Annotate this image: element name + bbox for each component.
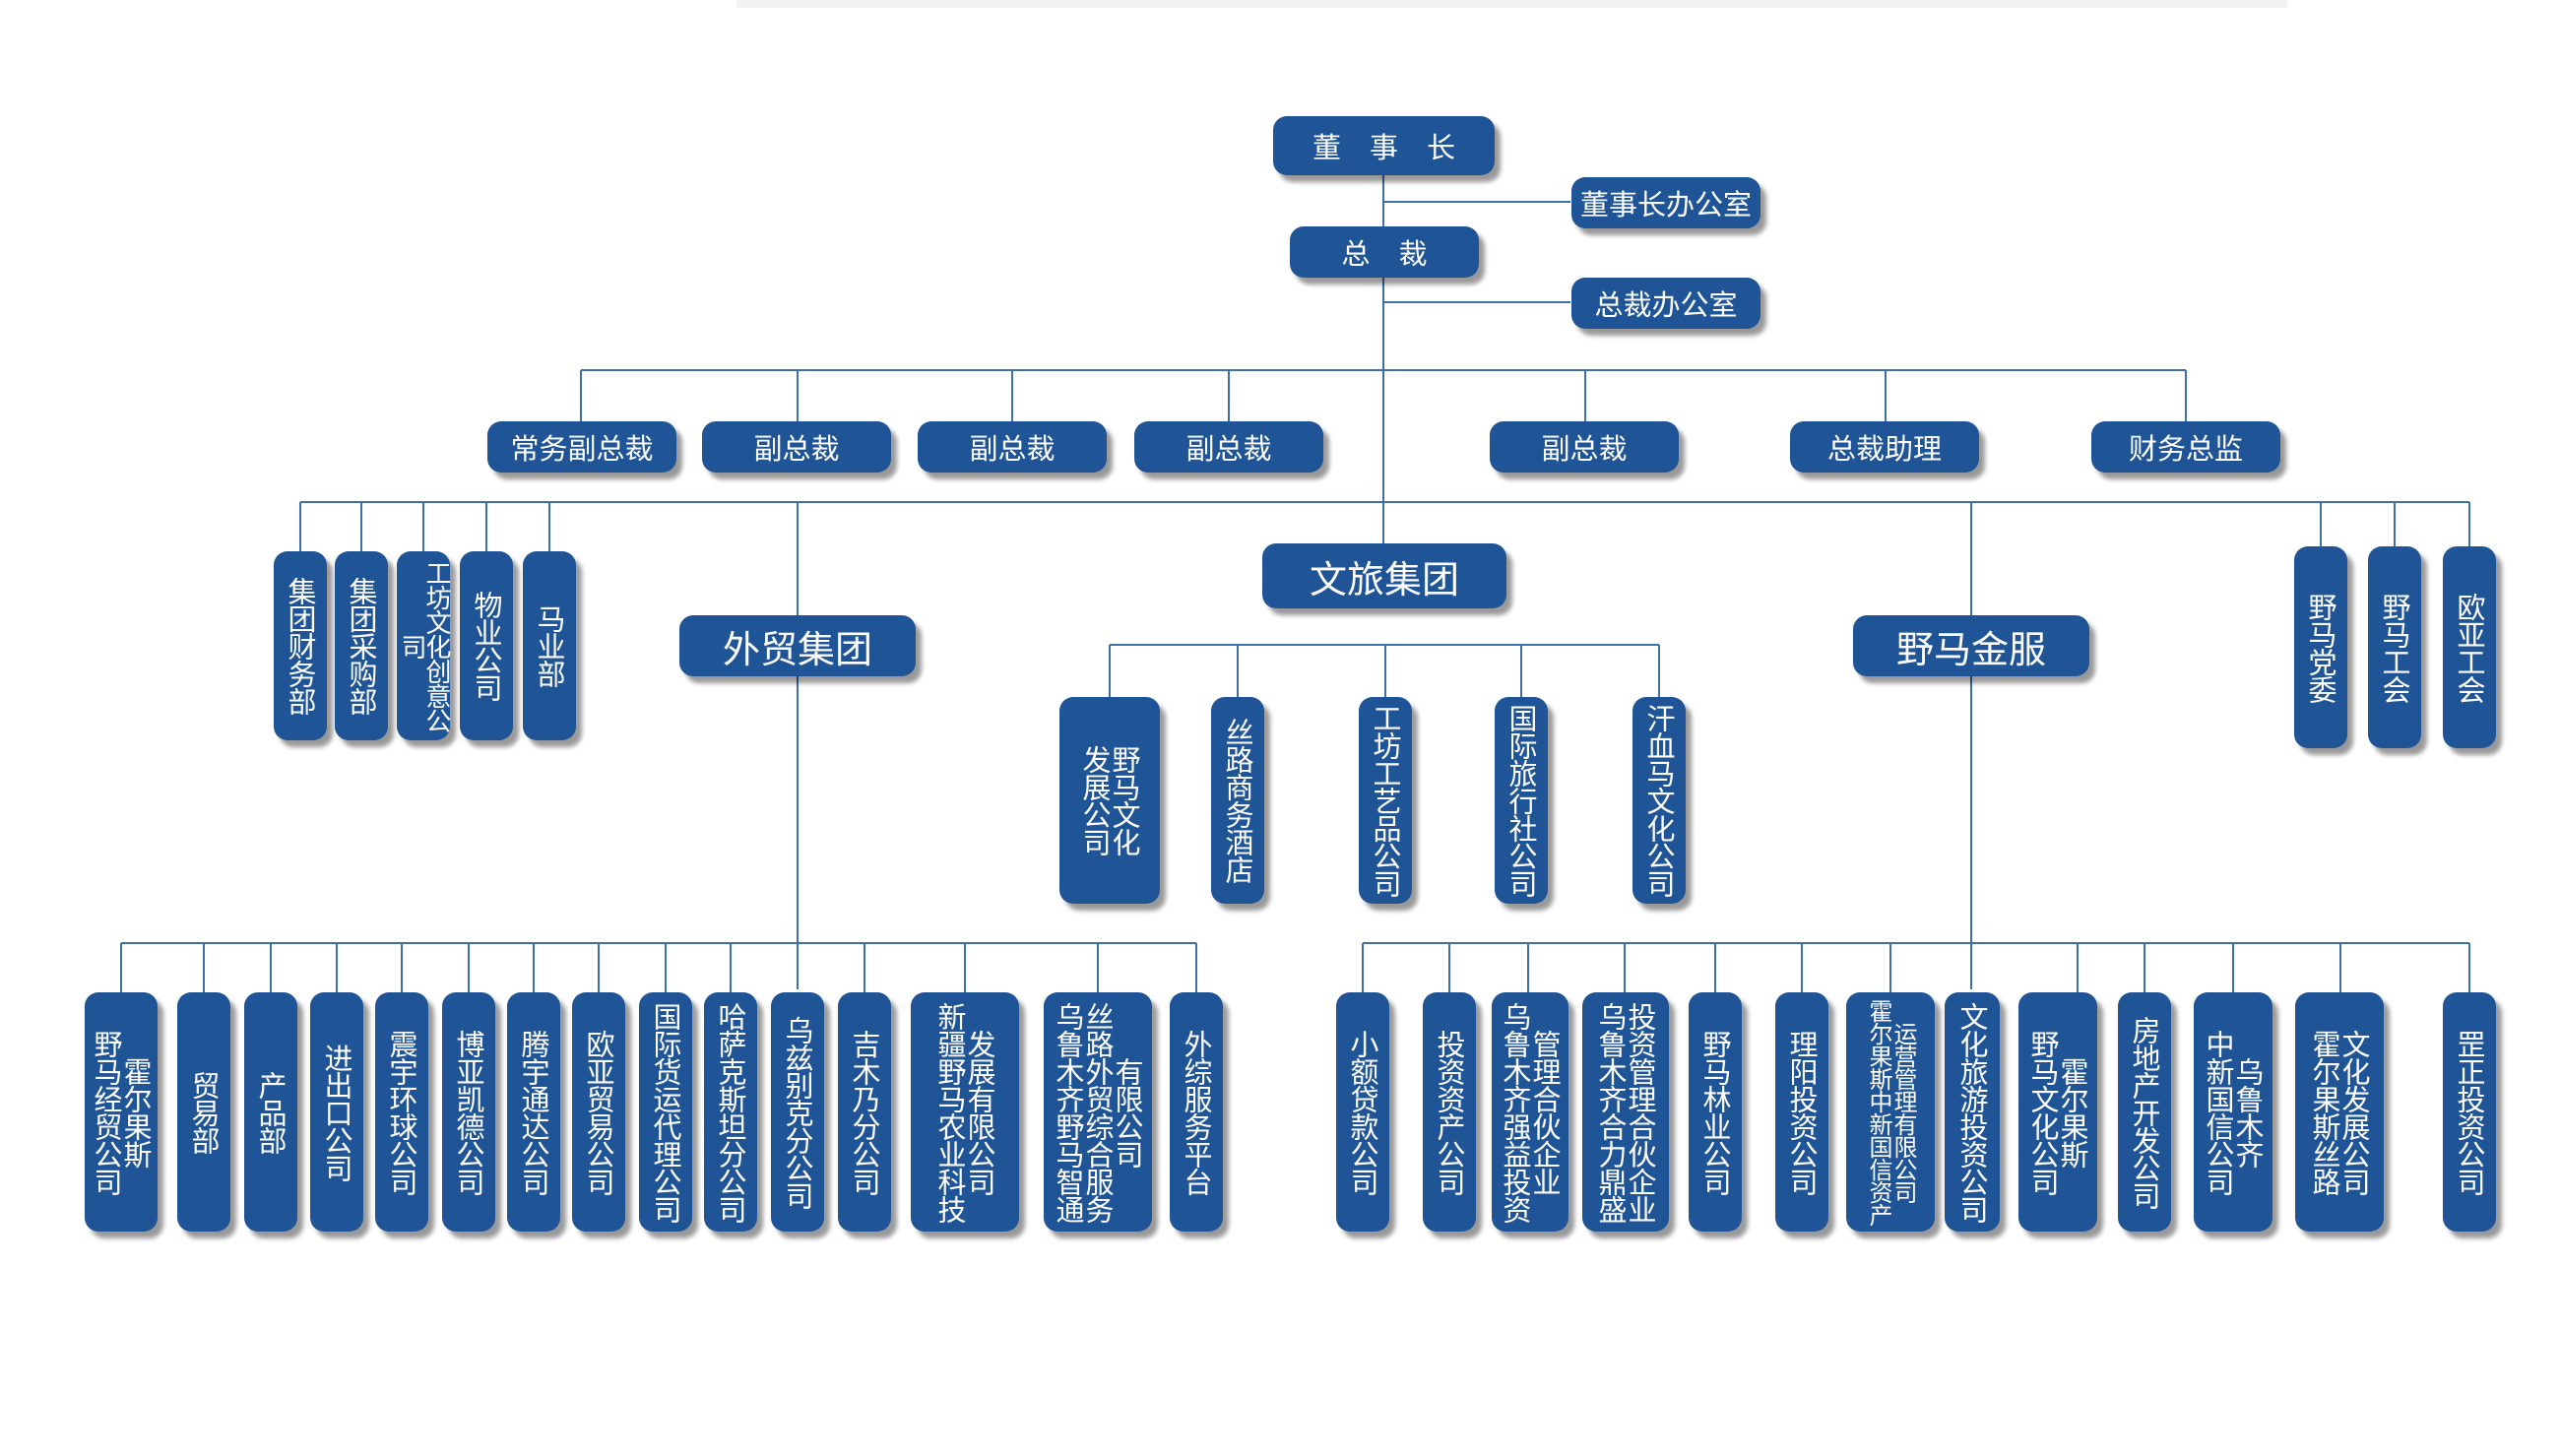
foreign-trade-unit-box: 乌兹别克分公司 [771,992,824,1232]
workshop-culture-company-box: 工坊文化创意公司 [397,551,451,740]
group-finance-dept-box: 集团财务部 [274,551,327,740]
foreign-trade-unit-box: 博亚凯德公司 [442,992,495,1232]
party-committee-box: 野马党委 [2294,546,2347,748]
chairman-box: 董 事 长 [1273,116,1495,175]
finance-unit-box: 文化旅游投资公司 [1945,992,2000,1232]
finance-unit-box: 投资资产公司 [1423,992,1476,1232]
vice-president-box: 副总裁 [918,421,1107,473]
foreign-trade-unit-box: 吉木乃分公司 [838,992,891,1232]
culture-development-company-box: 野马文化 发展公司 [1059,697,1160,904]
property-company-box: 物业公司 [460,551,513,740]
finance-unit-box: 小额贷款公司 [1336,992,1389,1232]
president-office-box: 总裁办公室 [1571,278,1760,329]
foreign-trade-unit-box: 国际货运代理公司 [639,992,692,1232]
president-assistant-box: 总裁助理 [1790,421,1979,473]
finance-group-box: 野马金服 [1853,615,2089,676]
president-box: 总 裁 [1290,226,1479,278]
vice-president-box: 副总裁 [702,421,891,473]
foreign-trade-unit-box: 欧亚贸易公司 [572,992,625,1232]
eurasia-union-box: 欧亚工会 [2443,546,2496,748]
vice-president-box: 副总裁 [1134,421,1323,473]
finance-unit-box: 野马林业公司 [1689,992,1742,1232]
finance-unit-box: 文化发展公司 霍尔果斯丝路 [2295,992,2384,1232]
foreign-trade-unit-box: 产品部 [244,992,297,1232]
foreign-trade-unit-box: 外综服务平台 [1170,992,1223,1232]
foreign-trade-unit-box: 震宇环球公司 [375,992,428,1232]
culture-tourism-group-box: 文旅集团 [1262,543,1506,608]
craft-company-box: 工坊工艺品公司 [1359,697,1412,904]
foreign-trade-unit-box: 哈萨克斯坦分公司 [704,992,757,1232]
horse-dept-box: 马业部 [523,551,576,740]
finance-unit-box: 运营管理有限公司 霍尔果斯中新国信资产 [1846,992,1935,1232]
top-divider [736,0,2287,8]
foreign-trade-group-box: 外贸集团 [679,615,916,676]
chairman-office-box: 董事长办公室 [1571,177,1760,228]
labor-union-box: 野马工会 [2368,546,2421,748]
foreign-trade-unit-box: 腾宇通达公司 [507,992,560,1232]
finance-unit-box: 房地产开发公司 [2118,992,2171,1232]
foreign-trade-unit-box: 有限公司 丝路外贸综合服务 乌鲁木齐野马智通 [1044,992,1152,1232]
horse-culture-company-box: 汗血马文化公司 [1632,697,1686,904]
silk-road-hotel-box: 丝路商务酒店 [1211,697,1264,904]
finance-director-box: 财务总监 [2091,421,2280,473]
foreign-trade-unit-box: 进出口公司 [310,992,363,1232]
finance-unit-box: 投资管理合伙企业 乌鲁木齐合力鼎盛 [1582,992,1669,1232]
finance-unit-box: 乌鲁木齐 中新国信公司 [2194,992,2272,1232]
travel-agency-box: 国际旅行社公司 [1495,697,1548,904]
finance-unit-box: 管理合伙企业 乌鲁木齐强益投资 [1492,992,1568,1232]
vice-president-box: 副总裁 [1490,421,1679,473]
foreign-trade-unit-box: 发展有限公司 新疆野马农业科技 [911,992,1019,1232]
foreign-trade-unit-box: 霍尔果斯 野马经贸公司 [85,992,158,1232]
executive-vice-president-box: 常务副总裁 [487,421,676,473]
group-procurement-dept-box: 集团采购部 [335,551,388,740]
finance-unit-box: 霍尔果斯 野马文化公司 [2018,992,2097,1232]
finance-unit-box: 罡正投资公司 [2443,992,2496,1232]
finance-unit-box: 理阳投资公司 [1775,992,1828,1232]
foreign-trade-unit-box: 贸易部 [177,992,230,1232]
